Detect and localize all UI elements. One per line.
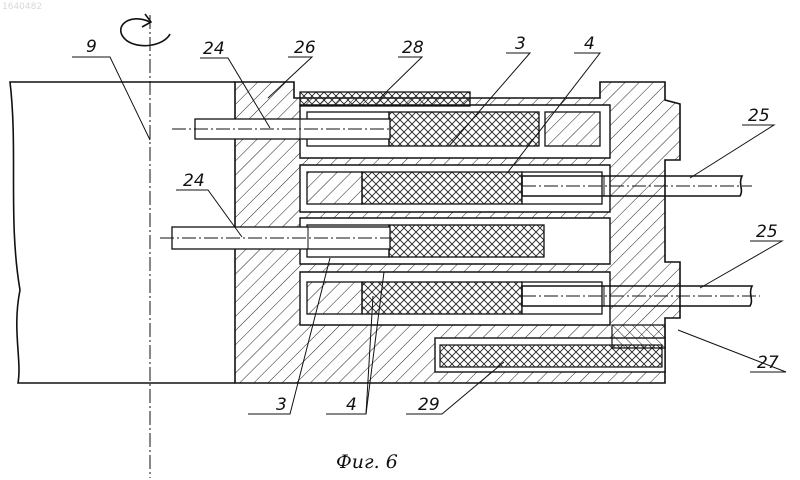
watermark-text: 1640482: [2, 2, 42, 12]
label-9: 9: [86, 37, 97, 57]
label-24-top: 24: [203, 39, 225, 59]
figure-caption: Фиг. 6: [336, 451, 398, 473]
label-3-top: 3: [515, 34, 526, 54]
cap-28: [300, 92, 470, 106]
label-29: 29: [418, 395, 440, 415]
label-27: 27: [757, 353, 779, 373]
label-4-top: 4: [584, 34, 595, 54]
label-28: 28: [402, 38, 424, 58]
label-3-bottom: 3: [276, 395, 287, 415]
rotation-arrow-icon: [121, 14, 170, 46]
label-25-bottom: 25: [756, 222, 778, 242]
label-25-top: 25: [748, 106, 770, 126]
label-24-bottom: 24: [183, 171, 205, 191]
rod-24-bottom: [160, 227, 392, 249]
label-4-bottom: 4: [346, 395, 357, 415]
label-26: 26: [294, 38, 316, 58]
rod-24-top: [172, 119, 392, 139]
